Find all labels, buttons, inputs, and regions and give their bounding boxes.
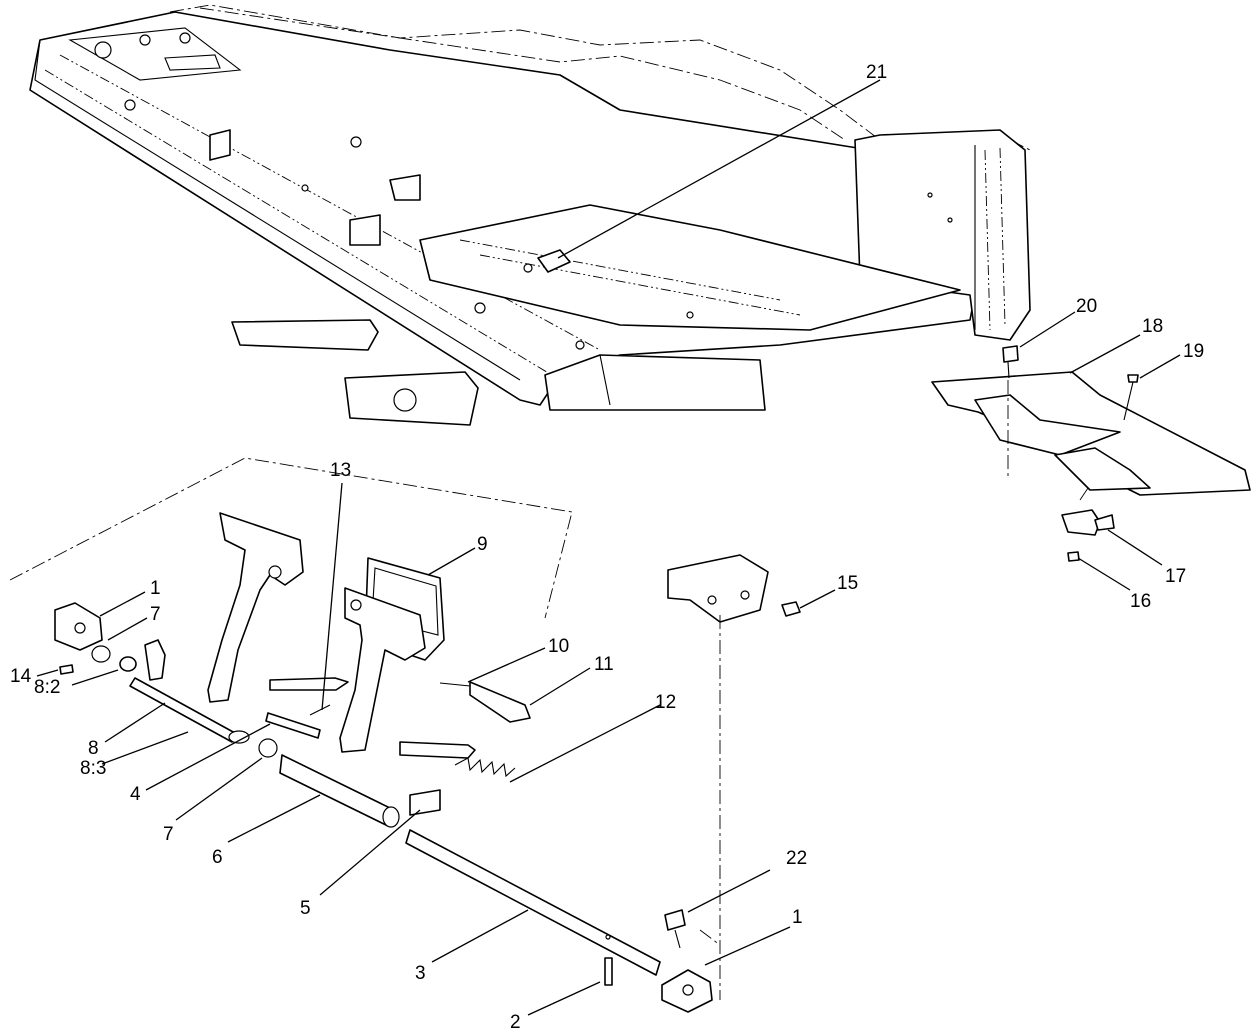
callout-2: 2 [510, 1012, 521, 1033]
callout-21: 21 [866, 62, 887, 83]
leader-21 [557, 79, 881, 259]
leader-8_3 [101, 731, 189, 765]
switch-plate-assembly [931, 345, 1251, 562]
leader-lines [36, 79, 1181, 1016]
leader-20 [1019, 311, 1076, 348]
leader-3 [431, 909, 529, 963]
callout-1a: 1 [150, 578, 161, 599]
callout-8: 8 [88, 738, 99, 759]
leader-18 [1069, 334, 1141, 374]
callout-4: 4 [130, 784, 141, 805]
callout-9: 9 [477, 534, 488, 555]
callout-20: 20 [1076, 296, 1097, 317]
callout-15: 15 [837, 573, 858, 594]
leader-22 [687, 869, 771, 913]
leader-8_2 [71, 669, 119, 686]
leader-8 [104, 702, 166, 743]
callout-18: 18 [1142, 316, 1163, 337]
leader-12 [509, 704, 661, 783]
leader-13 [321, 482, 343, 711]
leader-16 [1077, 557, 1131, 591]
callout-7a: 7 [150, 604, 161, 625]
leader-10 [467, 647, 546, 683]
callout-16: 16 [1130, 591, 1151, 612]
leader-6 [227, 794, 321, 843]
callout-8-2: 8:2 [34, 677, 60, 698]
callout-12: 12 [655, 692, 676, 713]
callout-11: 11 [594, 654, 614, 675]
callout-17: 17 [1165, 566, 1186, 587]
callout-14: 14 [10, 666, 32, 687]
callout-8-3: 8:3 [80, 758, 106, 779]
callout-13: 13 [330, 460, 351, 481]
leader-15 [799, 589, 836, 609]
leader-1b [704, 926, 791, 966]
frame-assembly [29, 4, 1031, 426]
leader-5 [319, 809, 421, 896]
callout-10: 10 [548, 636, 569, 657]
leader-19 [1139, 354, 1181, 379]
leader-1a [99, 591, 146, 617]
callout-19: 19 [1183, 341, 1204, 362]
leader-9 [427, 547, 476, 576]
callout-5: 5 [300, 898, 311, 919]
leader-2 [527, 981, 601, 1016]
leader-7b [175, 757, 263, 821]
callout-1b: 1 [792, 907, 803, 928]
callout-22: 22 [786, 848, 807, 869]
callout-7b: 7 [163, 824, 174, 845]
leader-14 [36, 669, 59, 677]
callout-3: 3 [415, 963, 426, 984]
leader-7a [107, 617, 148, 641]
leader-11 [529, 667, 591, 706]
leader-4 [145, 723, 271, 791]
callout-6: 6 [212, 847, 223, 868]
callouts: 21 20 18 19 17 16 15 13 9 1 7 14 8:2 10 … [10, 62, 1204, 1033]
pedal-assembly [9, 457, 801, 1013]
leader-17 [1107, 529, 1163, 566]
